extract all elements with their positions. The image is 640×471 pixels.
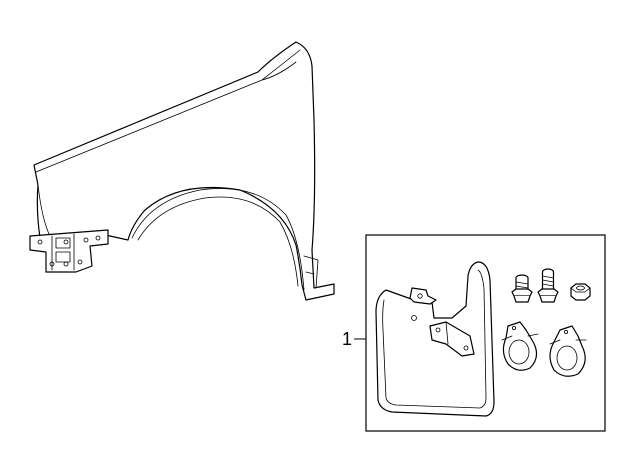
hex-nut	[570, 283, 591, 301]
retaining-clip-left	[501, 321, 539, 371]
bolt-short	[511, 274, 533, 303]
kit-frame	[365, 234, 606, 432]
mudflap	[375, 261, 495, 417]
fender-bracket	[29, 229, 109, 273]
bolt-long	[537, 268, 559, 303]
retaining-clip-right	[549, 325, 587, 377]
callout-label-1: 1	[342, 329, 352, 349]
